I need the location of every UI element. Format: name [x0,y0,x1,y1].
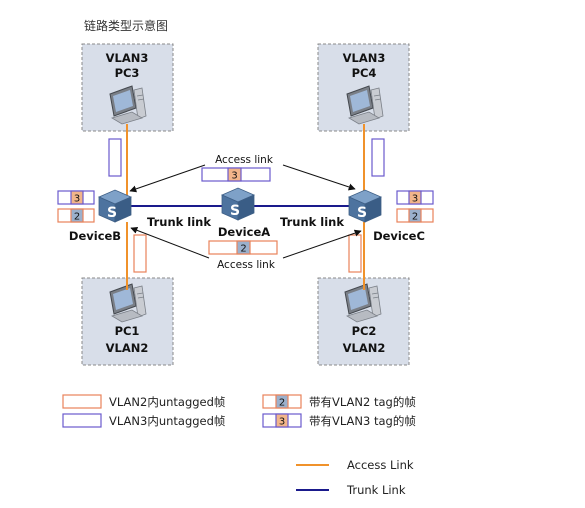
legend-vlan2-untagged-swatch [62,394,102,409]
computer-icon [346,85,384,125]
vlan2-tag-label: 2 [279,398,285,409]
access-link-bottom-label: Access link [217,259,276,271]
vlan3-tag-label: 3 [412,194,418,205]
legend-vlan2-tagged-swatch: 2 [262,394,302,409]
pc2-name-label: PC2 [352,324,377,338]
pc4-name-label: PC4 [352,66,377,80]
legend-trunk-link-label: Trunk Link [346,483,406,497]
access-link-top-label: Access link [215,154,274,166]
vlan2-tagged-frame-trunk: 2 [208,240,278,255]
device-a-label: DeviceA [218,225,270,239]
vlan2-tag-label: 2 [74,212,80,223]
pc4-vlan-label: VLAN3 [343,51,386,65]
legend: VLAN2内untagged帧 VLAN3内untagged帧 2 带有VLAN… [62,394,416,497]
pc2-box: PC2 VLAN2 [317,277,410,366]
devicec-vlan2-tagged-frame: 2 [396,208,434,223]
legend-access-link-label: Access Link [347,458,414,472]
legend-vlan3-untagged-label: VLAN3内untagged帧 [109,414,225,428]
vlan3-untagged-frame-pc3 [108,138,122,177]
legend-vlan2-untagged-label: VLAN2内untagged帧 [109,395,225,409]
vlan3-untagged-frame-pc4 [371,138,385,177]
device-b-switch-icon [98,189,132,223]
vlan3-tag-label: 3 [231,171,237,182]
legend-vlan3-tagged-label: 带有VLAN3 tag的帧 [309,414,416,428]
pc4-box: VLAN3 PC4 [317,43,410,132]
diagram-title: 链路类型示意图 [84,18,168,33]
vlan2-untagged-frame-pc2 [348,234,362,273]
devicec-vlan3-tagged-frame: 3 [396,190,434,205]
vlan2-tag-label: 2 [240,244,246,255]
vlan3-tag-label: 3 [279,417,285,428]
trunk-link-left-label: Trunk link [147,215,211,229]
device-c-label: DeviceC [373,229,425,243]
device-c-switch-icon [348,189,382,223]
deviceb-vlan3-tagged-frame: 3 [57,190,95,205]
legend-vlan2-tagged-label: 带有VLAN2 tag的帧 [309,395,416,409]
device-a-switch-icon [221,187,255,221]
vlan3-tag-label: 3 [74,194,80,205]
access-arrow-bottom-right [282,229,362,259]
device-b-label: DeviceB [69,229,121,243]
legend-vlan3-tagged-swatch: 3 [262,413,302,428]
computer-icon [109,85,147,125]
deviceb-vlan2-tagged-frame: 2 [57,208,95,223]
vlan2-untagged-frame-pc1 [133,234,147,273]
access-arrow-top-left [129,164,206,193]
pc1-vlan-label: VLAN2 [106,341,149,355]
vlan3-tagged-frame-trunk: 3 [201,167,271,182]
vlan2-tag-label: 2 [412,212,418,223]
access-arrow-top-right [282,164,356,191]
pc1-name-label: PC1 [115,324,140,338]
pc3-box: VLAN3 PC3 [81,43,174,132]
access-arrow-bottom-left [130,226,210,259]
pc3-vlan-label: VLAN3 [106,51,149,65]
pc1-box: PC1 VLAN2 [81,277,174,366]
trunk-link-right-label: Trunk link [280,215,344,229]
pc3-name-label: PC3 [115,66,140,80]
legend-vlan3-untagged-swatch [62,413,102,428]
pc2-vlan-label: VLAN2 [343,341,386,355]
